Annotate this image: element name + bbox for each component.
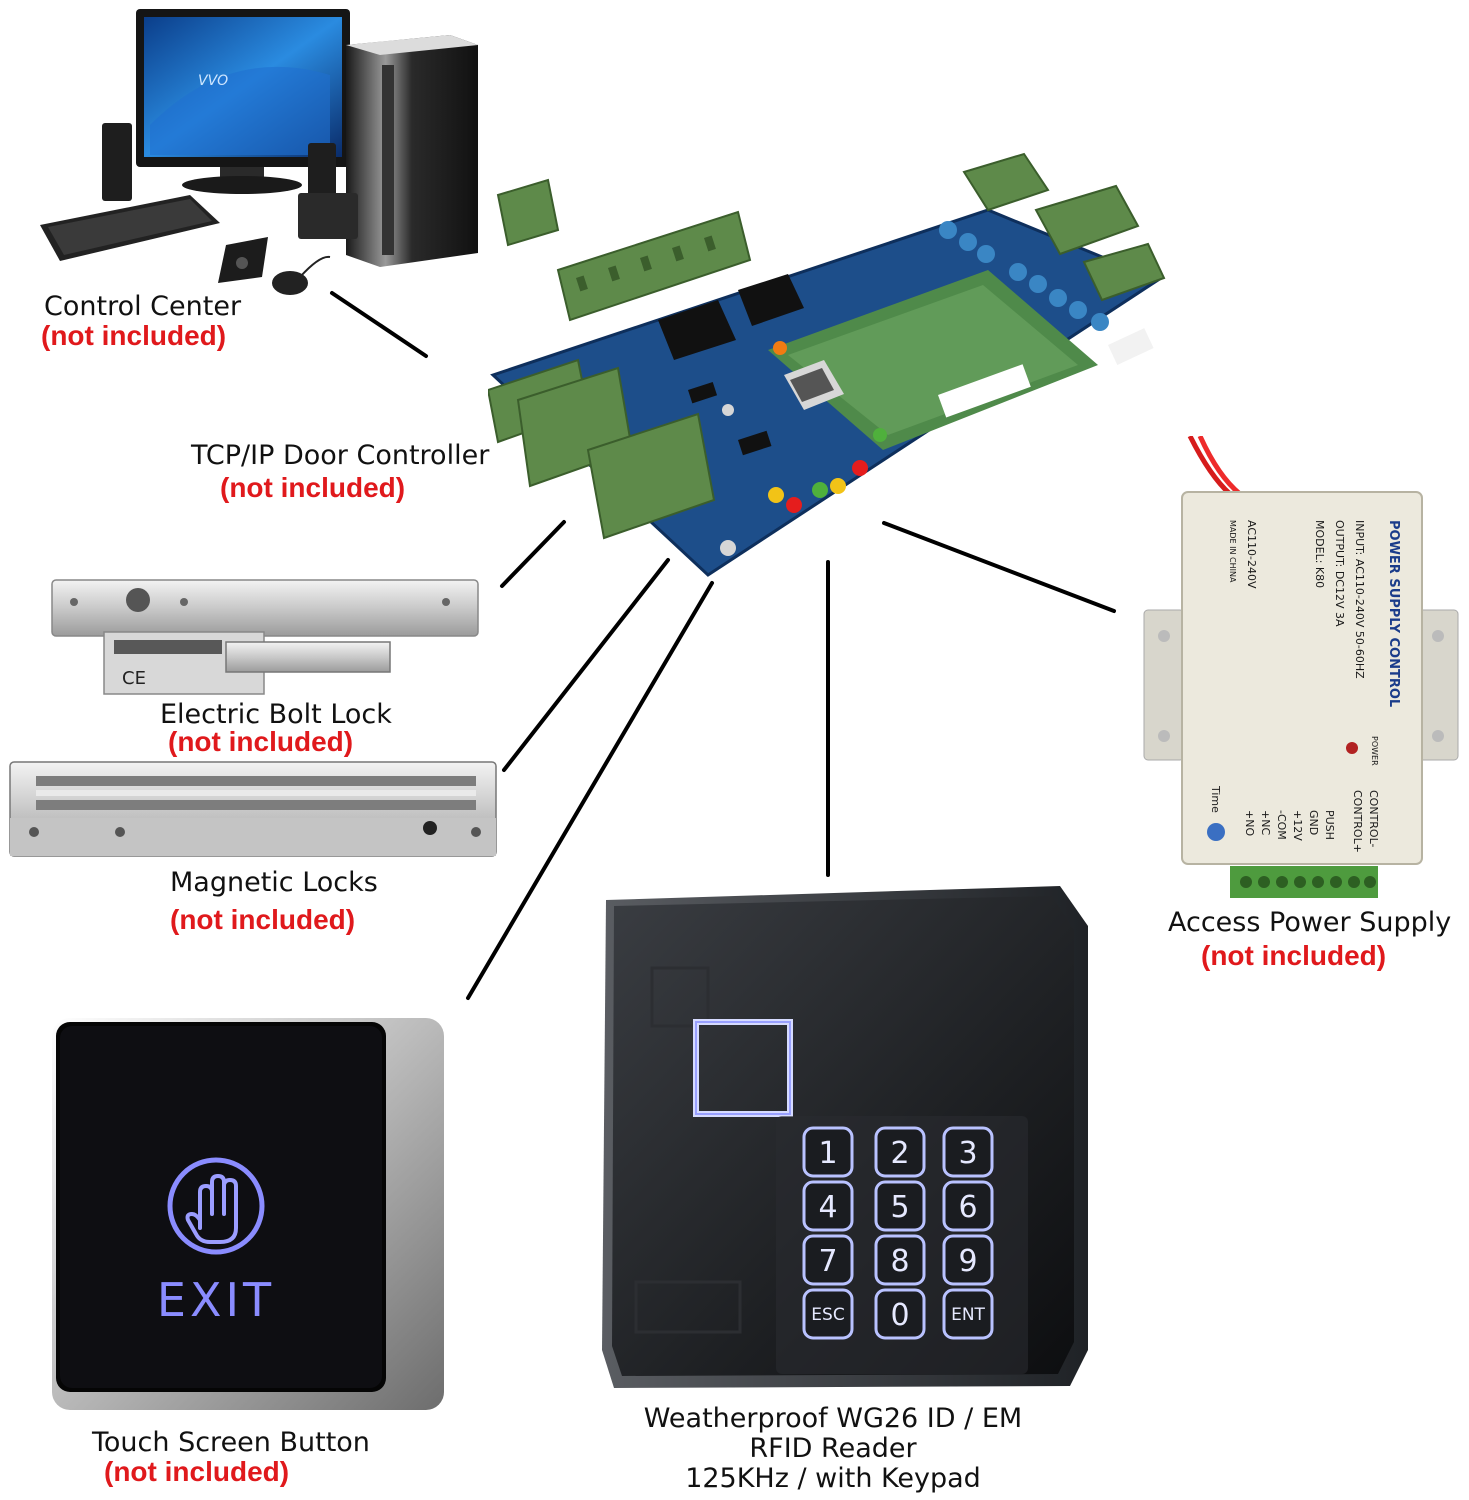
power-supply-terminal-4: GND — [1307, 810, 1320, 835]
door-controller-note: (not included) — [220, 472, 406, 503]
control-center-note: (not included) — [41, 320, 227, 351]
computer-illustration: VVO — [40, 9, 478, 295]
power-supply-spec-ac: AC110-240V — [1245, 520, 1258, 589]
connector-bolt-lock — [500, 520, 566, 588]
power-supply-terminal-5: +12V — [1291, 810, 1304, 841]
bolt-lock-illustration: CE — [51, 579, 479, 695]
keypad-key-label: 2 — [890, 1136, 909, 1171]
svg-text:CE: CE — [122, 668, 146, 689]
keypad-key-label: 5 — [890, 1190, 909, 1225]
keypad-key-label: ESC — [811, 1305, 844, 1325]
keypad-key-label: 0 — [890, 1298, 909, 1333]
power-supply-spec-made: MADE IN CHINA — [1228, 520, 1237, 583]
power-supply-title: Access Power Supply — [1168, 907, 1452, 938]
keypad-key[interactable]: 8 — [874, 1234, 926, 1286]
magnetic-locks-title: Magnetic Locks — [170, 867, 378, 898]
touch-button-title: Touch Screen Button — [92, 1427, 370, 1458]
keypad-key-label: 7 — [818, 1244, 837, 1279]
keypad-key[interactable]: 5 — [874, 1180, 926, 1232]
keypad-key[interactable]: 7 — [802, 1234, 854, 1286]
touch-button-note: (not included) — [104, 1456, 290, 1487]
keypad-key[interactable]: 0 — [874, 1288, 926, 1340]
connector-control-center — [330, 291, 428, 358]
keypad-key-label: 8 — [890, 1244, 909, 1279]
power-supply-terminal-2: CONTROL+ — [1351, 790, 1364, 853]
keypad-key[interactable]: 1 — [802, 1126, 854, 1178]
keypad-key[interactable]: ESC — [802, 1288, 854, 1340]
connector-power-supply — [882, 521, 1116, 613]
power-supply-time-label: Time — [1209, 785, 1222, 813]
keypad-key[interactable]: 9 — [942, 1234, 994, 1286]
magnetic-locks-note: (not included) — [170, 904, 356, 935]
power-supply-terminal-3: PUSH — [1323, 810, 1336, 840]
keypad-key[interactable]: 2 — [874, 1126, 926, 1178]
keypad-key[interactable]: 4 — [802, 1180, 854, 1232]
keypad-key-label: 9 — [958, 1244, 977, 1279]
svg-text:VVO: VVO — [198, 73, 228, 89]
hand-icon — [185, 1174, 238, 1244]
touch-button-illustration: EXIT — [52, 1018, 444, 1410]
power-supply-panel-heading: POWER SUPPLY CONTROL — [1386, 520, 1401, 707]
power-supply-terminal-7: +NC — [1259, 810, 1272, 835]
rfid-title-line3: 125KHz / with Keypad — [685, 1463, 981, 1494]
power-supply-terminal-8: +NO — [1243, 810, 1256, 836]
magnetic-lock-illustration — [9, 761, 497, 857]
bolt-lock-note: (not included) — [168, 726, 354, 757]
door-controller-title: TCP/IP Door Controller — [191, 440, 490, 471]
power-supply-terminal-6: -COM — [1275, 810, 1288, 840]
keypad-key-label: 3 — [958, 1136, 977, 1171]
control-center-title: Control Center — [44, 291, 242, 322]
exit-text: EXIT — [157, 1273, 275, 1327]
door-controller-board — [488, 152, 1166, 577]
keypad-key[interactable]: 3 — [942, 1126, 994, 1178]
power-supply-spec-input: INPUT: AC110-240V 50-60HZ — [1353, 520, 1366, 679]
power-supply-power-label: POWER — [1370, 736, 1379, 766]
power-supply-spec-model: MODEL: K80 — [1313, 520, 1326, 588]
power-supply-note: (not included) — [1201, 940, 1387, 971]
rfid-title-line1: Weatherproof WG26 ID / EM — [643, 1403, 1023, 1434]
bolt-lock-title: Electric Bolt Lock — [160, 699, 392, 730]
rfid-title-line2: RFID Reader — [749, 1433, 917, 1464]
keypad-key-label: 6 — [958, 1190, 977, 1225]
power-supply-spec-output: OUTPUT: DC12V 3A — [1333, 520, 1346, 627]
connector-touch-button — [466, 581, 714, 1000]
keypad-key-label: 1 — [818, 1136, 837, 1171]
keypad-key[interactable]: ENT — [942, 1288, 994, 1340]
keypad-key-label: 4 — [818, 1190, 837, 1225]
keypad-key-label: ENT — [951, 1305, 985, 1325]
keypad-key[interactable]: 6 — [942, 1180, 994, 1232]
connector-magnetic-locks — [502, 558, 670, 772]
power-supply-illustration: POWER SUPPLY CONTROL INPUT: AC110-240V 5… — [1143, 436, 1459, 898]
power-supply-terminal-1: CONTROL- — [1367, 790, 1380, 848]
